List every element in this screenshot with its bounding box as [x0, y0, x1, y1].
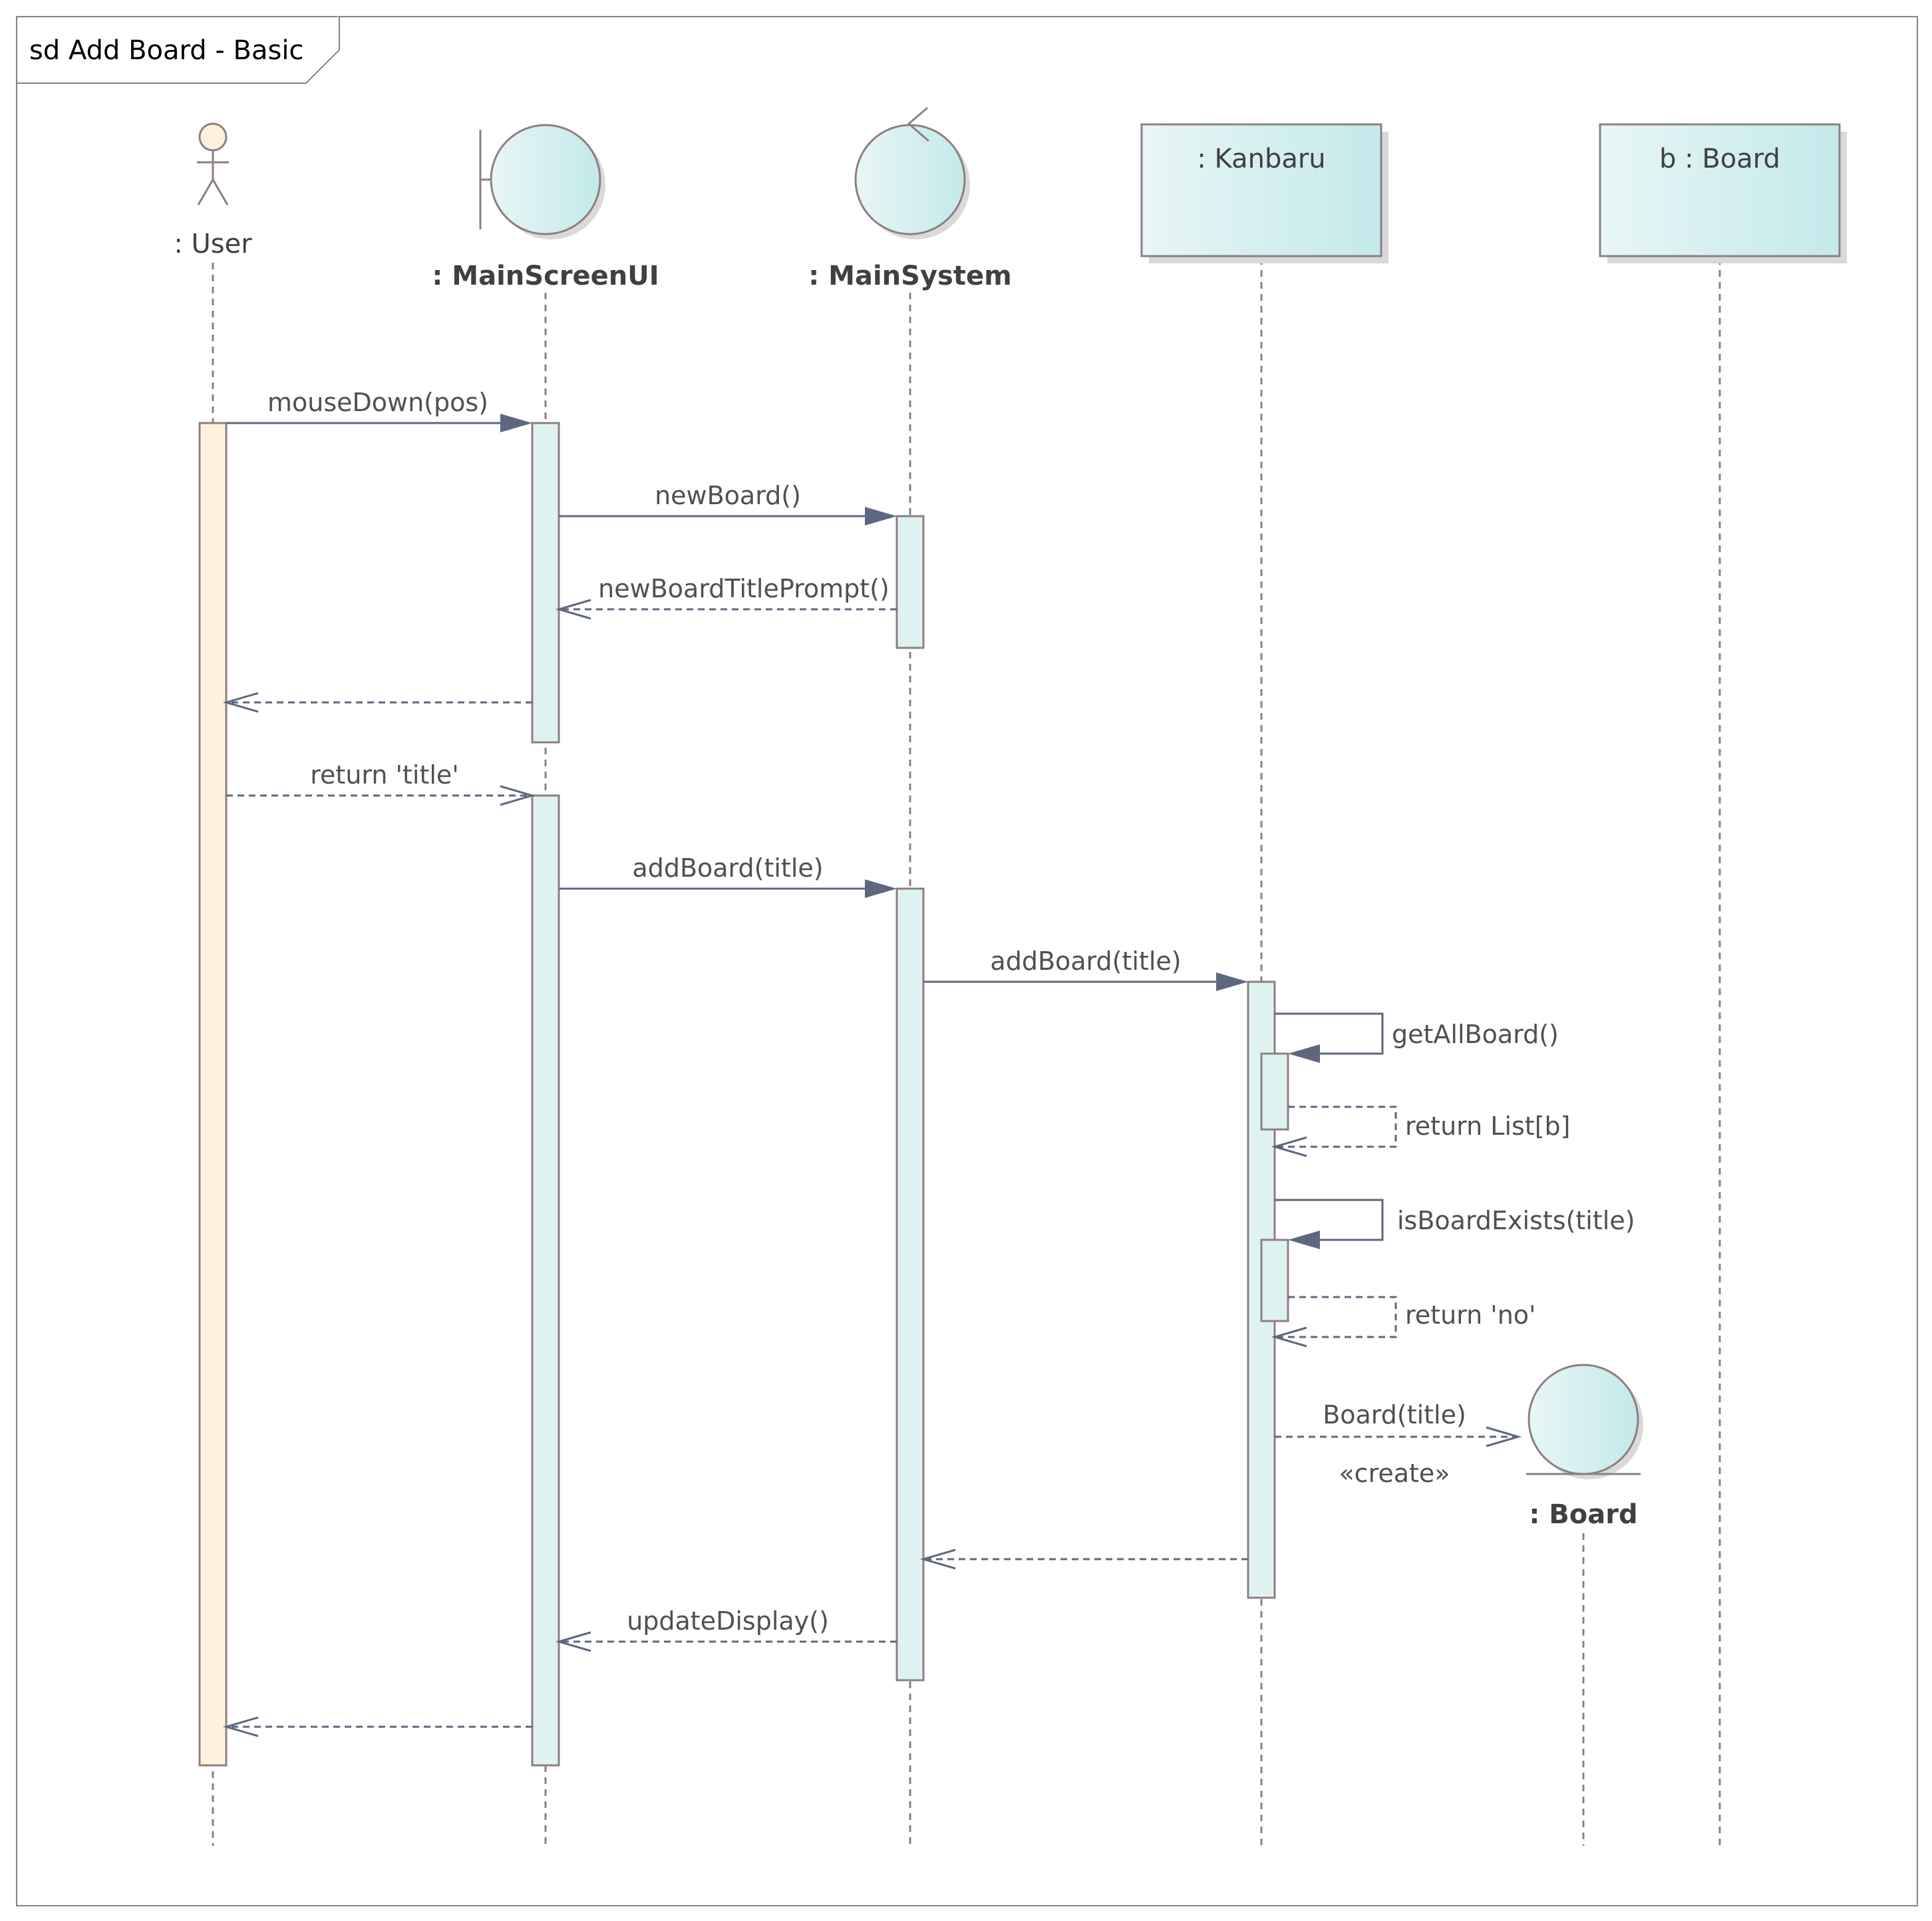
- ui-activation-1: [531, 422, 560, 744]
- label-create-board: Board(title): [1323, 1400, 1466, 1429]
- control-icon: [854, 106, 970, 239]
- arrow-head-icon: [1288, 1231, 1320, 1249]
- open-arrow-icon: [555, 599, 591, 620]
- message-mouse-down: [226, 414, 532, 432]
- diagram-frame: sd Add Board - Basic: [16, 16, 1918, 1906]
- label-new-board-title-prompt: newBoardTitlePrompt(): [598, 574, 889, 603]
- main-screen-ui: : MainScreenUI: [432, 124, 659, 291]
- arrow-head-icon: [865, 879, 897, 898]
- ui-activation-2: [531, 794, 560, 1767]
- arrow-head-icon: [500, 414, 532, 432]
- label-add-board-kanbaru: addBoard(title): [990, 947, 1181, 976]
- system-activation-1: [895, 515, 925, 649]
- message-add-board-system: [559, 879, 897, 898]
- user-label: : User: [174, 229, 252, 259]
- open-arrow-icon: [222, 692, 259, 713]
- message-return-title: [226, 785, 536, 806]
- label-return-no: return 'no': [1405, 1300, 1536, 1330]
- kanbaru-object: : Kanbaru: [1140, 123, 1388, 263]
- board-b-label: b : Board: [1659, 144, 1780, 174]
- message-return-to-user-1: [222, 692, 532, 713]
- kanbaru-nested-activation-1: [1260, 1052, 1289, 1131]
- boundary-icon: [479, 124, 605, 239]
- message-update-display: [555, 1631, 897, 1652]
- actor-icon: [197, 122, 229, 206]
- message-is-board-exists: [1275, 1199, 1384, 1249]
- label-add-board-system: addBoard(title): [632, 853, 823, 883]
- open-arrow-icon: [222, 1716, 259, 1737]
- open-arrow-icon: [919, 1549, 956, 1570]
- label-return-list: return List[b]: [1405, 1111, 1570, 1141]
- message-return-list: [1271, 1106, 1397, 1157]
- label-update-display: updateDisplay(): [627, 1606, 829, 1636]
- frame-title: sd Add Board - Basic: [29, 35, 303, 66]
- system-activation-2: [895, 887, 925, 1682]
- kanbaru-label: : Kanbaru: [1197, 144, 1325, 174]
- label-mouse-down: mouseDown(pos): [267, 388, 488, 417]
- label-get-all-board: getAllBoard(): [1392, 1020, 1559, 1049]
- label-create-stereotype: «create»: [1339, 1459, 1450, 1488]
- open-arrow-icon: [1271, 1136, 1307, 1157]
- open-arrow-icon: [555, 1631, 591, 1652]
- message-get-all-board: [1275, 1012, 1384, 1063]
- message-return-to-system: [919, 1549, 1248, 1570]
- open-arrow-icon: [1486, 1426, 1522, 1447]
- message-new-board: [559, 507, 897, 525]
- open-arrow-icon: [500, 785, 536, 806]
- message-return-no: [1271, 1296, 1397, 1348]
- system-label: : MainSystem: [808, 261, 1012, 291]
- board-b-object: b : Board: [1599, 123, 1847, 263]
- arrow-head-icon: [865, 507, 897, 525]
- message-create-board: [1275, 1426, 1522, 1447]
- main-system: : MainSystem: [808, 106, 1012, 291]
- kanbaru-nested-activation-2: [1260, 1239, 1289, 1322]
- user-activation: [198, 422, 228, 1767]
- message-add-board-kanbaru: [923, 972, 1248, 991]
- label-is-board-exists: isBoardExists(title): [1397, 1206, 1635, 1235]
- message-new-board-title-prompt: [555, 599, 897, 620]
- label-return-title: return 'title': [310, 760, 458, 790]
- user-actor: : User: [174, 122, 252, 259]
- entity-icon: [1526, 1364, 1643, 1479]
- label-new-board: newBoard(): [655, 481, 801, 510]
- arrow-head-icon: [1288, 1044, 1320, 1063]
- open-arrow-icon: [1271, 1326, 1307, 1348]
- message-return-to-user-2: [222, 1716, 532, 1737]
- board-new-object: : Board: [1526, 1364, 1643, 1530]
- arrow-head-icon: [1216, 972, 1248, 991]
- board-new-label: : Board: [1529, 1499, 1637, 1530]
- ui-label: : MainScreenUI: [432, 261, 659, 291]
